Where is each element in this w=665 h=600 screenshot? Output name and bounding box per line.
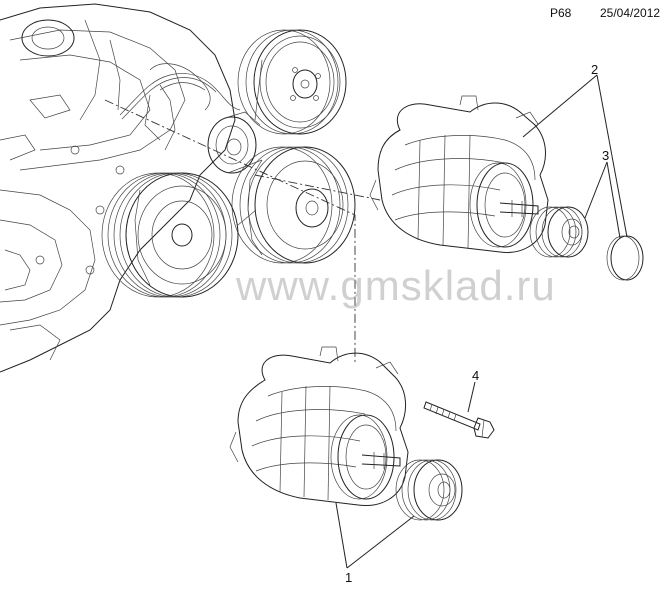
pulley-cap	[606, 235, 644, 281]
callout-1: 1	[345, 570, 353, 585]
leader-3a	[584, 161, 608, 219]
assembly-line-lower	[104, 99, 356, 362]
callout-4: 4	[472, 368, 480, 383]
leader-1a	[335, 502, 348, 569]
assembly-line-upper	[254, 174, 381, 201]
page-date: 25/04/2012	[600, 6, 661, 20]
alternator-lower	[229, 346, 409, 507]
leader-4	[467, 381, 476, 413]
leader-2	[522, 74, 598, 138]
leader-2b	[596, 74, 628, 238]
mounting-bolt	[423, 401, 495, 439]
alternator-upper	[369, 95, 549, 254]
drive-belt	[227, 159, 263, 174]
callout-3: 3	[602, 148, 610, 163]
upper-pulley	[237, 29, 347, 135]
crankshaft-pulley	[101, 172, 239, 298]
callout-2: 2	[591, 62, 599, 77]
wire-harness	[119, 73, 241, 116]
ac-compressor	[231, 146, 356, 264]
idler-pulley	[207, 111, 261, 174]
page-code: P68	[550, 6, 572, 20]
leader-1b	[346, 515, 415, 569]
leader-3b	[606, 161, 621, 239]
engine-block	[0, 3, 236, 373]
watermark-text: www.gmsklad.ru	[236, 262, 556, 309]
alternator-pulley-upper	[529, 206, 589, 258]
alternator-pulley-lower	[395, 459, 463, 521]
